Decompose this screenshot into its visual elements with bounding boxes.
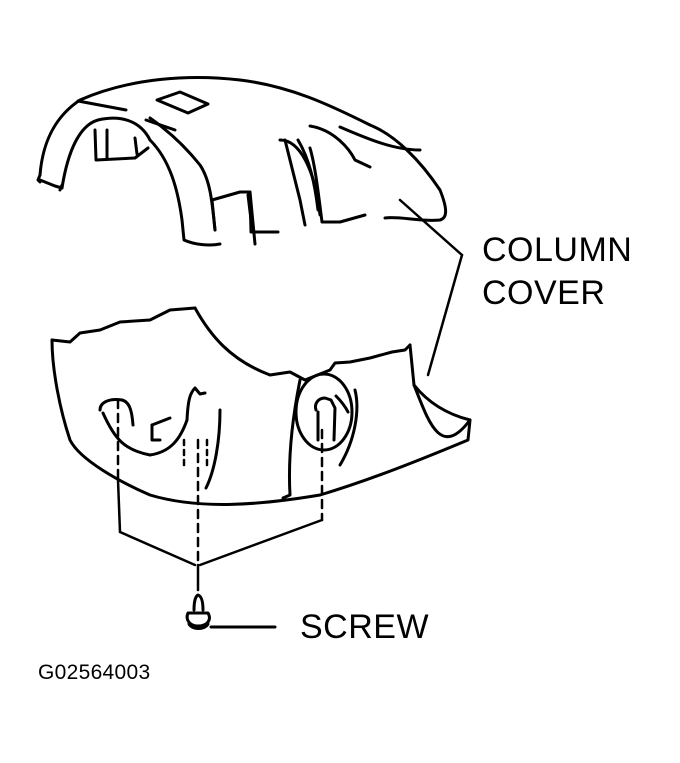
screw-mounting-lines xyxy=(118,400,322,590)
column-cover-leader xyxy=(400,200,462,375)
column-cover-label-line2: COVER xyxy=(482,274,606,312)
lower-column-cover xyxy=(52,308,470,504)
screw-label: SCREW xyxy=(300,608,430,646)
screw-icon xyxy=(187,595,275,629)
column-cover-label-line1: COLUMN xyxy=(482,231,633,269)
figure-id: G02564003 xyxy=(38,661,151,684)
upper-column-cover xyxy=(38,77,446,244)
